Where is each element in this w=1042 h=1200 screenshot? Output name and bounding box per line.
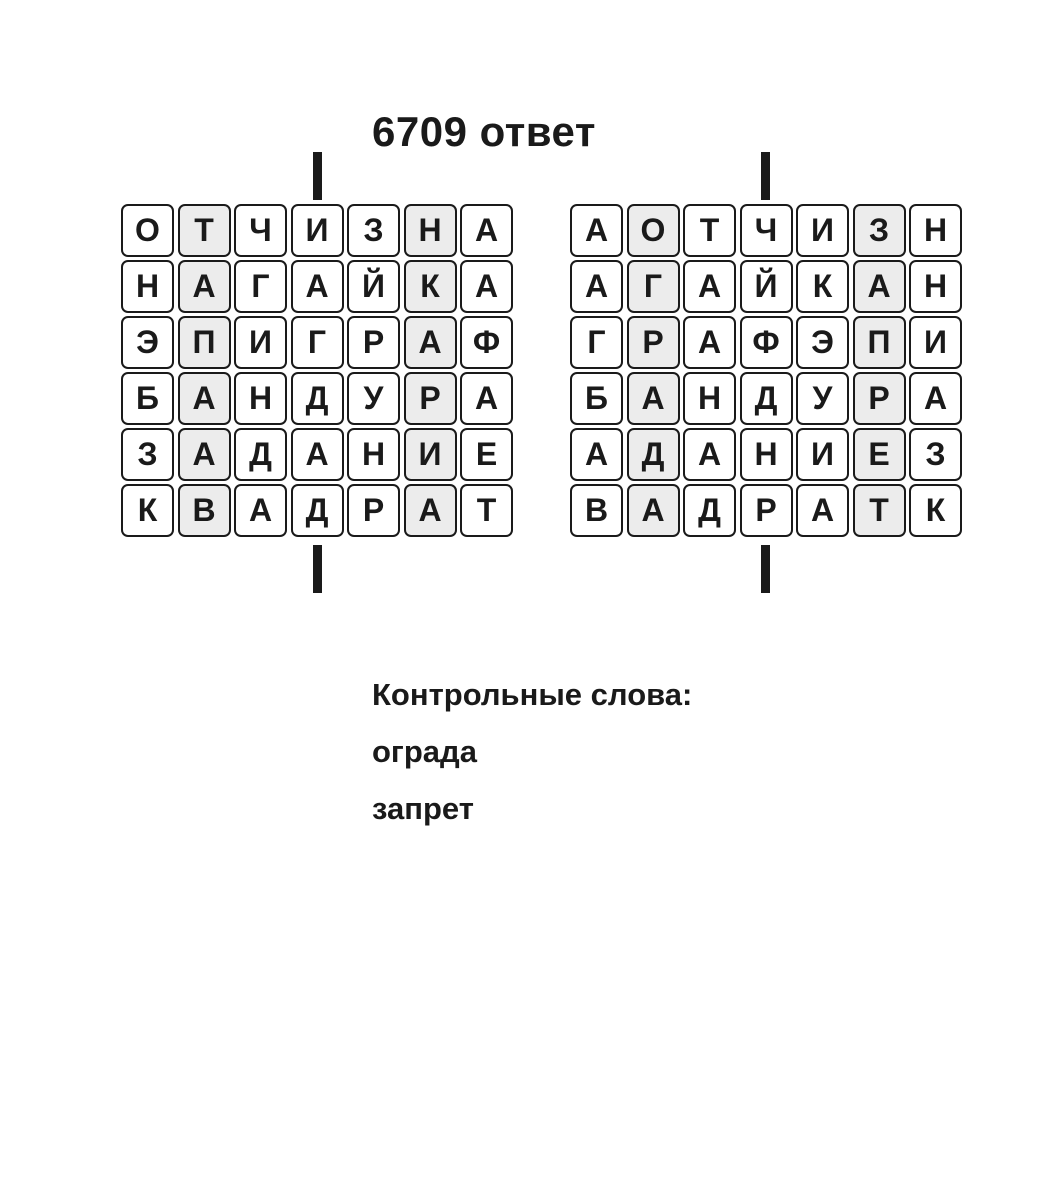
right-grid-cell-r4-c4: Д <box>739 372 793 425</box>
right-grid-cell-r5-c6: Е <box>852 428 906 481</box>
left-grid-cell-r6-c3: А <box>234 484 287 537</box>
right-grid-cell-r1-c7: Н <box>909 204 962 257</box>
left-grid-cell-r4-c6: Р <box>403 372 457 425</box>
control-words-heading: Контрольные слова: <box>372 677 693 712</box>
right-grid-cell-r5-c3: А <box>683 428 736 481</box>
right-grid-cell-r5-c2: Д <box>626 428 680 481</box>
right-grid-cell-r3-c3: А <box>683 316 736 369</box>
left-grid-cell-r3-c1: Э <box>121 316 174 369</box>
left-grid-cell-r3-c4: Г <box>290 316 344 369</box>
left-grid-cell-r5-c3: Д <box>234 428 287 481</box>
left-grid-cell-r3-c2: П <box>177 316 231 369</box>
right-grid-cell-r1-c6: З <box>852 204 906 257</box>
right-grid-cell-r6-c5: А <box>796 484 849 537</box>
right-grid-cell-r2-c1: А <box>570 260 623 313</box>
left-grid-cell-r2-c6: К <box>403 260 457 313</box>
left-grid-cell-r3-c5: Р <box>347 316 400 369</box>
left-grid-cell-r2-c2: А <box>177 260 231 313</box>
right-grid-bottom-marker <box>761 545 770 593</box>
right-grid-cell-r4-c1: Б <box>570 372 623 425</box>
left-grid-cell-r3-c7: Ф <box>460 316 513 369</box>
left-grid-cell-r1-c2: Т <box>177 204 231 257</box>
left-grid-cell-r6-c2: В <box>177 484 231 537</box>
right-grid-cell-r6-c3: Д <box>683 484 736 537</box>
left-grid-cell-r4-c4: Д <box>290 372 344 425</box>
right-grid-top-marker <box>761 152 770 200</box>
left-grid-cell-r2-c3: Г <box>234 260 287 313</box>
right-grid-cell-r1-c4: Ч <box>739 204 793 257</box>
right-grid-cell-r6-c6: Т <box>852 484 906 537</box>
right-grid-cell-r3-c7: И <box>909 316 962 369</box>
right-grid-cell-r1-c5: И <box>796 204 849 257</box>
left-grid-cell-r5-c6: И <box>403 428 457 481</box>
left-grid-cell-r2-c4: А <box>290 260 344 313</box>
right-grid-cell-r2-c7: Н <box>909 260 962 313</box>
right-grid-cell-r4-c5: У <box>796 372 849 425</box>
left-grid-cell-r3-c6: А <box>403 316 457 369</box>
right-grid-cell-r1-c3: Т <box>683 204 736 257</box>
right-grid-cell-r3-c5: Э <box>796 316 849 369</box>
right-grid-cell-r6-c2: А <box>626 484 680 537</box>
right-grid-cell-r4-c6: Р <box>852 372 906 425</box>
left-grid-top-marker <box>313 152 322 200</box>
left-grid-cell-r2-c7: А <box>460 260 513 313</box>
right-grid-cell-r3-c6: П <box>852 316 906 369</box>
left-grid-cell-r4-c3: Н <box>234 372 287 425</box>
left-grid-cell-r6-c7: Т <box>460 484 513 537</box>
left-grid-cell-r5-c7: Е <box>460 428 513 481</box>
left-grid-cell-r5-c4: А <box>290 428 344 481</box>
left-grid-cell-r6-c6: А <box>403 484 457 537</box>
left-grid-cell-r1-c1: О <box>121 204 174 257</box>
right-grid-cell-r5-c5: И <box>796 428 849 481</box>
left-grid-cell-r5-c2: А <box>177 428 231 481</box>
control-words: Контрольные слова: ограда запрет <box>372 676 692 847</box>
control-word-2: запрет <box>372 791 474 826</box>
control-word-1: ограда <box>372 734 477 769</box>
left-grid-bottom-marker <box>313 545 322 593</box>
left-grid-cell-r1-c5: З <box>347 204 400 257</box>
left-grid-cell-r5-c1: З <box>121 428 174 481</box>
right-grid-cell-r5-c4: Н <box>739 428 793 481</box>
right-grid-cell-r6-c1: В <box>570 484 623 537</box>
left-grid-cell-r6-c1: К <box>121 484 174 537</box>
left-grid-cell-r1-c7: А <box>460 204 513 257</box>
right-grid-cell-r1-c1: А <box>570 204 623 257</box>
left-grid-cell-r1-c6: Н <box>403 204 457 257</box>
left-grid-cell-r4-c5: У <box>347 372 400 425</box>
right-grid-cell-r6-c4: Р <box>739 484 793 537</box>
right-grid-cell-r4-c3: Н <box>683 372 736 425</box>
right-grid-cell-r3-c1: Г <box>570 316 623 369</box>
left-grid-cell-r4-c1: Б <box>121 372 174 425</box>
right-grid-cell-r6-c7: К <box>909 484 962 537</box>
right-grid-cell-r2-c3: А <box>683 260 736 313</box>
right-grid-cell-r1-c2: О <box>626 204 680 257</box>
right-grid-cell-r5-c1: А <box>570 428 623 481</box>
right-grid-cell-r2-c6: А <box>852 260 906 313</box>
right-grid-cell-r3-c2: Р <box>626 316 680 369</box>
right-grid-cell-r4-c7: А <box>909 372 962 425</box>
right-grid-cell-r2-c4: Й <box>739 260 793 313</box>
left-grid-cell-r5-c5: Н <box>347 428 400 481</box>
right-grid-cell-r3-c4: Ф <box>739 316 793 369</box>
right-grid-cell-r2-c5: К <box>796 260 849 313</box>
left-grid-cell-r6-c4: Д <box>290 484 344 537</box>
left-grid-cell-r6-c5: Р <box>347 484 400 537</box>
left-grid-cell-r4-c2: А <box>177 372 231 425</box>
left-grid-cell-r2-c1: Н <box>121 260 174 313</box>
left-grid-cell-r3-c3: И <box>234 316 287 369</box>
puzzle-title: 6709 ответ <box>372 108 596 155</box>
left-grid-cell-r1-c3: Ч <box>234 204 287 257</box>
right-grid-cell-r2-c2: Г <box>626 260 680 313</box>
right-grid-cell-r5-c7: З <box>909 428 962 481</box>
left-grid-cell-r4-c7: А <box>460 372 513 425</box>
right-grid-cell-r4-c2: А <box>626 372 680 425</box>
left-grid-cell-r2-c5: Й <box>347 260 400 313</box>
left-grid-cell-r1-c4: И <box>290 204 344 257</box>
